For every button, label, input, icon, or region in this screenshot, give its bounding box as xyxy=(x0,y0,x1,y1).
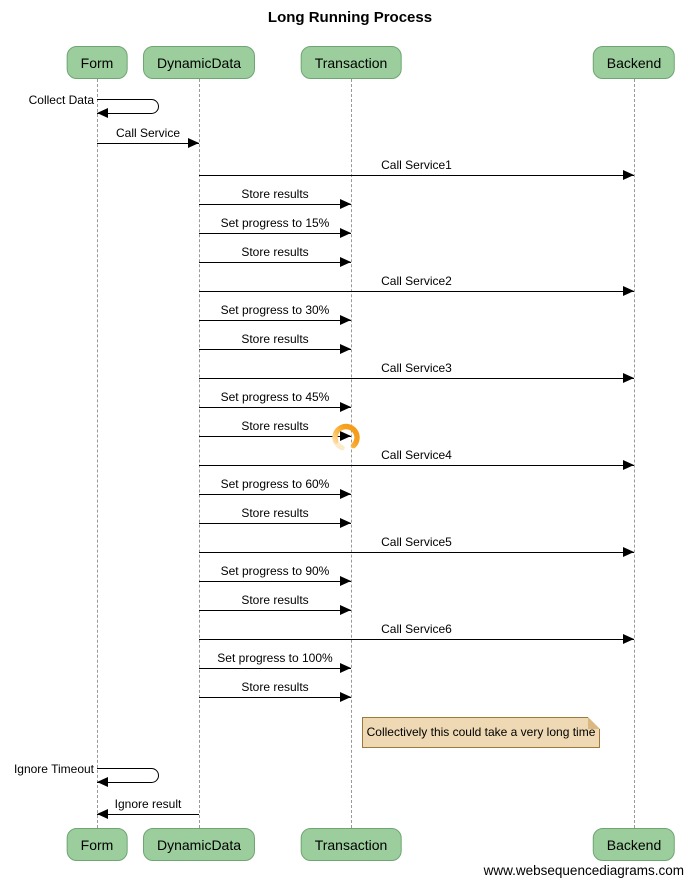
message-label: Store results xyxy=(241,506,309,520)
message-label: Set progress to 100% xyxy=(217,651,333,665)
message-arrow-line xyxy=(199,552,634,554)
message-arrow-line xyxy=(199,233,351,235)
lifeline-backend xyxy=(633,79,635,828)
message-label: Call Service5 xyxy=(381,535,452,549)
message-arrowhead xyxy=(623,373,634,384)
self-message-loop xyxy=(97,768,159,784)
message-arrow-line xyxy=(199,436,351,438)
message-arrowhead xyxy=(340,605,351,616)
lifeline-form xyxy=(96,79,98,828)
lifeline-dynamicdata xyxy=(198,79,200,828)
message-arrow-line xyxy=(199,175,634,177)
message-arrowhead xyxy=(340,576,351,587)
message-arrow-line xyxy=(199,349,351,351)
note-box: Collectively this could take a very long… xyxy=(362,717,600,748)
message-arrowhead xyxy=(340,199,351,210)
message-label: Ignore result xyxy=(114,797,182,811)
message-arrowhead xyxy=(340,663,351,674)
message-arrow-line xyxy=(199,204,351,206)
message-arrowhead xyxy=(340,402,351,413)
actor-dynamicdata-top: DynamicData xyxy=(142,46,256,79)
message-arrow-line xyxy=(199,262,351,264)
note-text: Collectively this could take a very long… xyxy=(366,725,596,739)
message-arrowhead xyxy=(623,547,634,558)
actor-backend-bottom: Backend xyxy=(592,828,676,861)
message-label: Set progress to 15% xyxy=(220,216,330,230)
actor-backend-top: Backend xyxy=(592,46,676,79)
actor-form-top: Form xyxy=(66,46,128,79)
message-arrow-line xyxy=(199,610,351,612)
message-label: Call Service6 xyxy=(381,622,452,636)
message-arrowhead xyxy=(623,460,634,471)
message-label: Set progress to 45% xyxy=(220,390,330,404)
message-label: Call Service xyxy=(115,126,181,140)
message-label: Store results xyxy=(241,593,309,607)
note-fold-corner-icon xyxy=(588,717,600,729)
message-label: Store results xyxy=(241,187,309,201)
self-message-loop xyxy=(97,99,159,115)
actor-transaction-top: Transaction xyxy=(300,46,402,79)
message-arrowhead xyxy=(623,170,634,181)
message-arrow-line xyxy=(199,320,351,322)
message-arrow-line xyxy=(97,143,199,145)
message-label: Set progress to 30% xyxy=(220,303,330,317)
message-label: Call Service3 xyxy=(381,361,452,375)
message-arrowhead xyxy=(340,344,351,355)
message-label: Call Service4 xyxy=(381,448,452,462)
message-label: Set progress to 90% xyxy=(220,564,330,578)
message-arrowhead xyxy=(340,315,351,326)
message-arrowhead xyxy=(623,286,634,297)
message-arrowhead xyxy=(623,634,634,645)
message-arrowhead xyxy=(188,138,199,149)
message-label: Call Service1 xyxy=(381,158,452,172)
message-label: Store results xyxy=(241,245,309,259)
message-arrowhead xyxy=(340,257,351,268)
message-label: Set progress to 60% xyxy=(220,477,330,491)
watermark-url: www.websequencediagrams.com xyxy=(483,863,684,878)
message-arrow-line xyxy=(199,639,634,641)
self-message-label: Ignore Timeout xyxy=(13,762,94,776)
message-arrow-line xyxy=(199,291,634,293)
message-arrowhead xyxy=(340,489,351,500)
message-arrowhead xyxy=(340,692,351,703)
message-arrow-line xyxy=(199,465,634,467)
message-arrow-line xyxy=(199,581,351,583)
message-arrowhead xyxy=(340,431,351,442)
message-label: Store results xyxy=(241,680,309,694)
loading-spinner-icon xyxy=(332,423,360,451)
message-arrow-line xyxy=(199,378,634,380)
message-arrow-line xyxy=(199,494,351,496)
message-arrowhead xyxy=(340,228,351,239)
message-label: Call Service2 xyxy=(381,274,452,288)
message-arrow-line xyxy=(199,523,351,525)
diagram-title: Long Running Process xyxy=(267,9,433,26)
actor-dynamicdata-bottom: DynamicData xyxy=(142,828,256,861)
message-arrowhead xyxy=(340,518,351,529)
self-message-arrowhead xyxy=(97,777,108,788)
actor-form-bottom: Form xyxy=(66,828,128,861)
message-arrowhead xyxy=(97,809,108,820)
message-arrow-line xyxy=(199,668,351,670)
message-label: Store results xyxy=(241,332,309,346)
lifeline-transaction xyxy=(350,79,352,828)
message-arrow-line xyxy=(199,697,351,699)
message-arrow-line xyxy=(199,407,351,409)
actor-transaction-bottom: Transaction xyxy=(300,828,402,861)
self-message-label: Collect Data xyxy=(28,93,94,107)
self-message-arrowhead xyxy=(97,108,108,119)
message-label: Store results xyxy=(241,419,309,433)
message-arrow-line xyxy=(97,814,199,816)
